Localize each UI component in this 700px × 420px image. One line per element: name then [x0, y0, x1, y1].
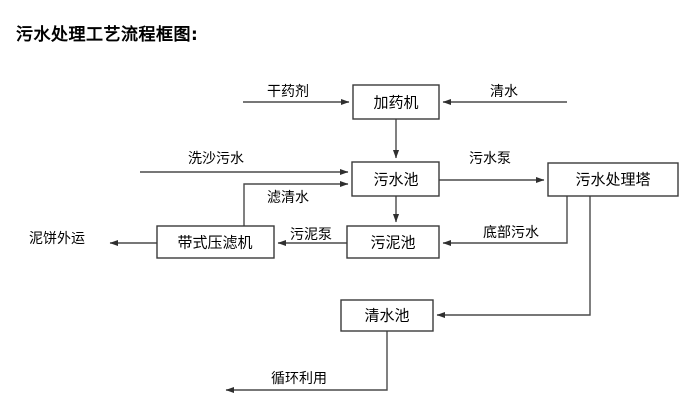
node-box-belt-press[interactable] — [156, 225, 275, 259]
node-dosing[interactable]: 加药机 — [352, 84, 440, 120]
node-box-sludge-pool[interactable] — [346, 225, 440, 259]
edge-label-sand-wash-sewage: 洗沙污水 — [188, 151, 244, 167]
edge-label-filtrate: 滤清水 — [267, 190, 309, 206]
edge-label-recycle: 循环利用 — [271, 371, 327, 387]
connector-layer — [109, 98, 591, 394]
node-box-clean-pool[interactable] — [340, 299, 434, 332]
edge-label-bottom-sewage: 底部污水 — [483, 225, 539, 241]
node-label-sewage-pool: 污水池 — [373, 171, 418, 189]
node-box-tower[interactable] — [547, 162, 679, 197]
edge-label-sewage-pump: 污水泵 — [469, 151, 511, 167]
edge-label-dry-agent: 干药剂 — [267, 84, 309, 100]
node-tower[interactable]: 污水处理塔 — [547, 162, 679, 197]
edge-label-layer: 干药剂 清水 洗沙污水 滤清水 污水泵 污泥泵 底部污水 泥饼外运 循环利用 — [29, 84, 539, 387]
node-label-clean-pool: 清水池 — [364, 307, 409, 325]
connector-tower-to-clean-pool — [436, 196, 591, 319]
node-label-dosing: 加药机 — [373, 94, 418, 112]
connector-tower-to-sludge-pool — [442, 196, 568, 247]
node-label-belt-press: 带式压滤机 — [177, 234, 252, 252]
node-box-sewage-pool[interactable] — [351, 161, 440, 197]
node-label-sludge-pool: 污泥池 — [370, 234, 415, 252]
node-belt-press[interactable]: 带式压滤机 — [156, 225, 275, 259]
connector-clean-pool-to-recycle — [225, 331, 388, 394]
edge-label-sludge-pump: 污泥泵 — [290, 227, 332, 243]
edge-label-mud-cake-out: 泥饼外运 — [29, 231, 85, 247]
node-clean-pool[interactable]: 清水池 — [340, 299, 434, 332]
node-box-dosing[interactable] — [352, 84, 440, 120]
edge-label-clear-water: 清水 — [490, 84, 518, 100]
connector-filtrate-to-sewage-pool — [243, 180, 349, 226]
node-sewage-pool[interactable]: 污水池 — [351, 161, 440, 197]
node-label-tower: 污水处理塔 — [575, 171, 650, 189]
page-title: 污水处理工艺流程框图: — [16, 25, 199, 45]
node-sludge-pool[interactable]: 污泥池 — [346, 225, 440, 259]
